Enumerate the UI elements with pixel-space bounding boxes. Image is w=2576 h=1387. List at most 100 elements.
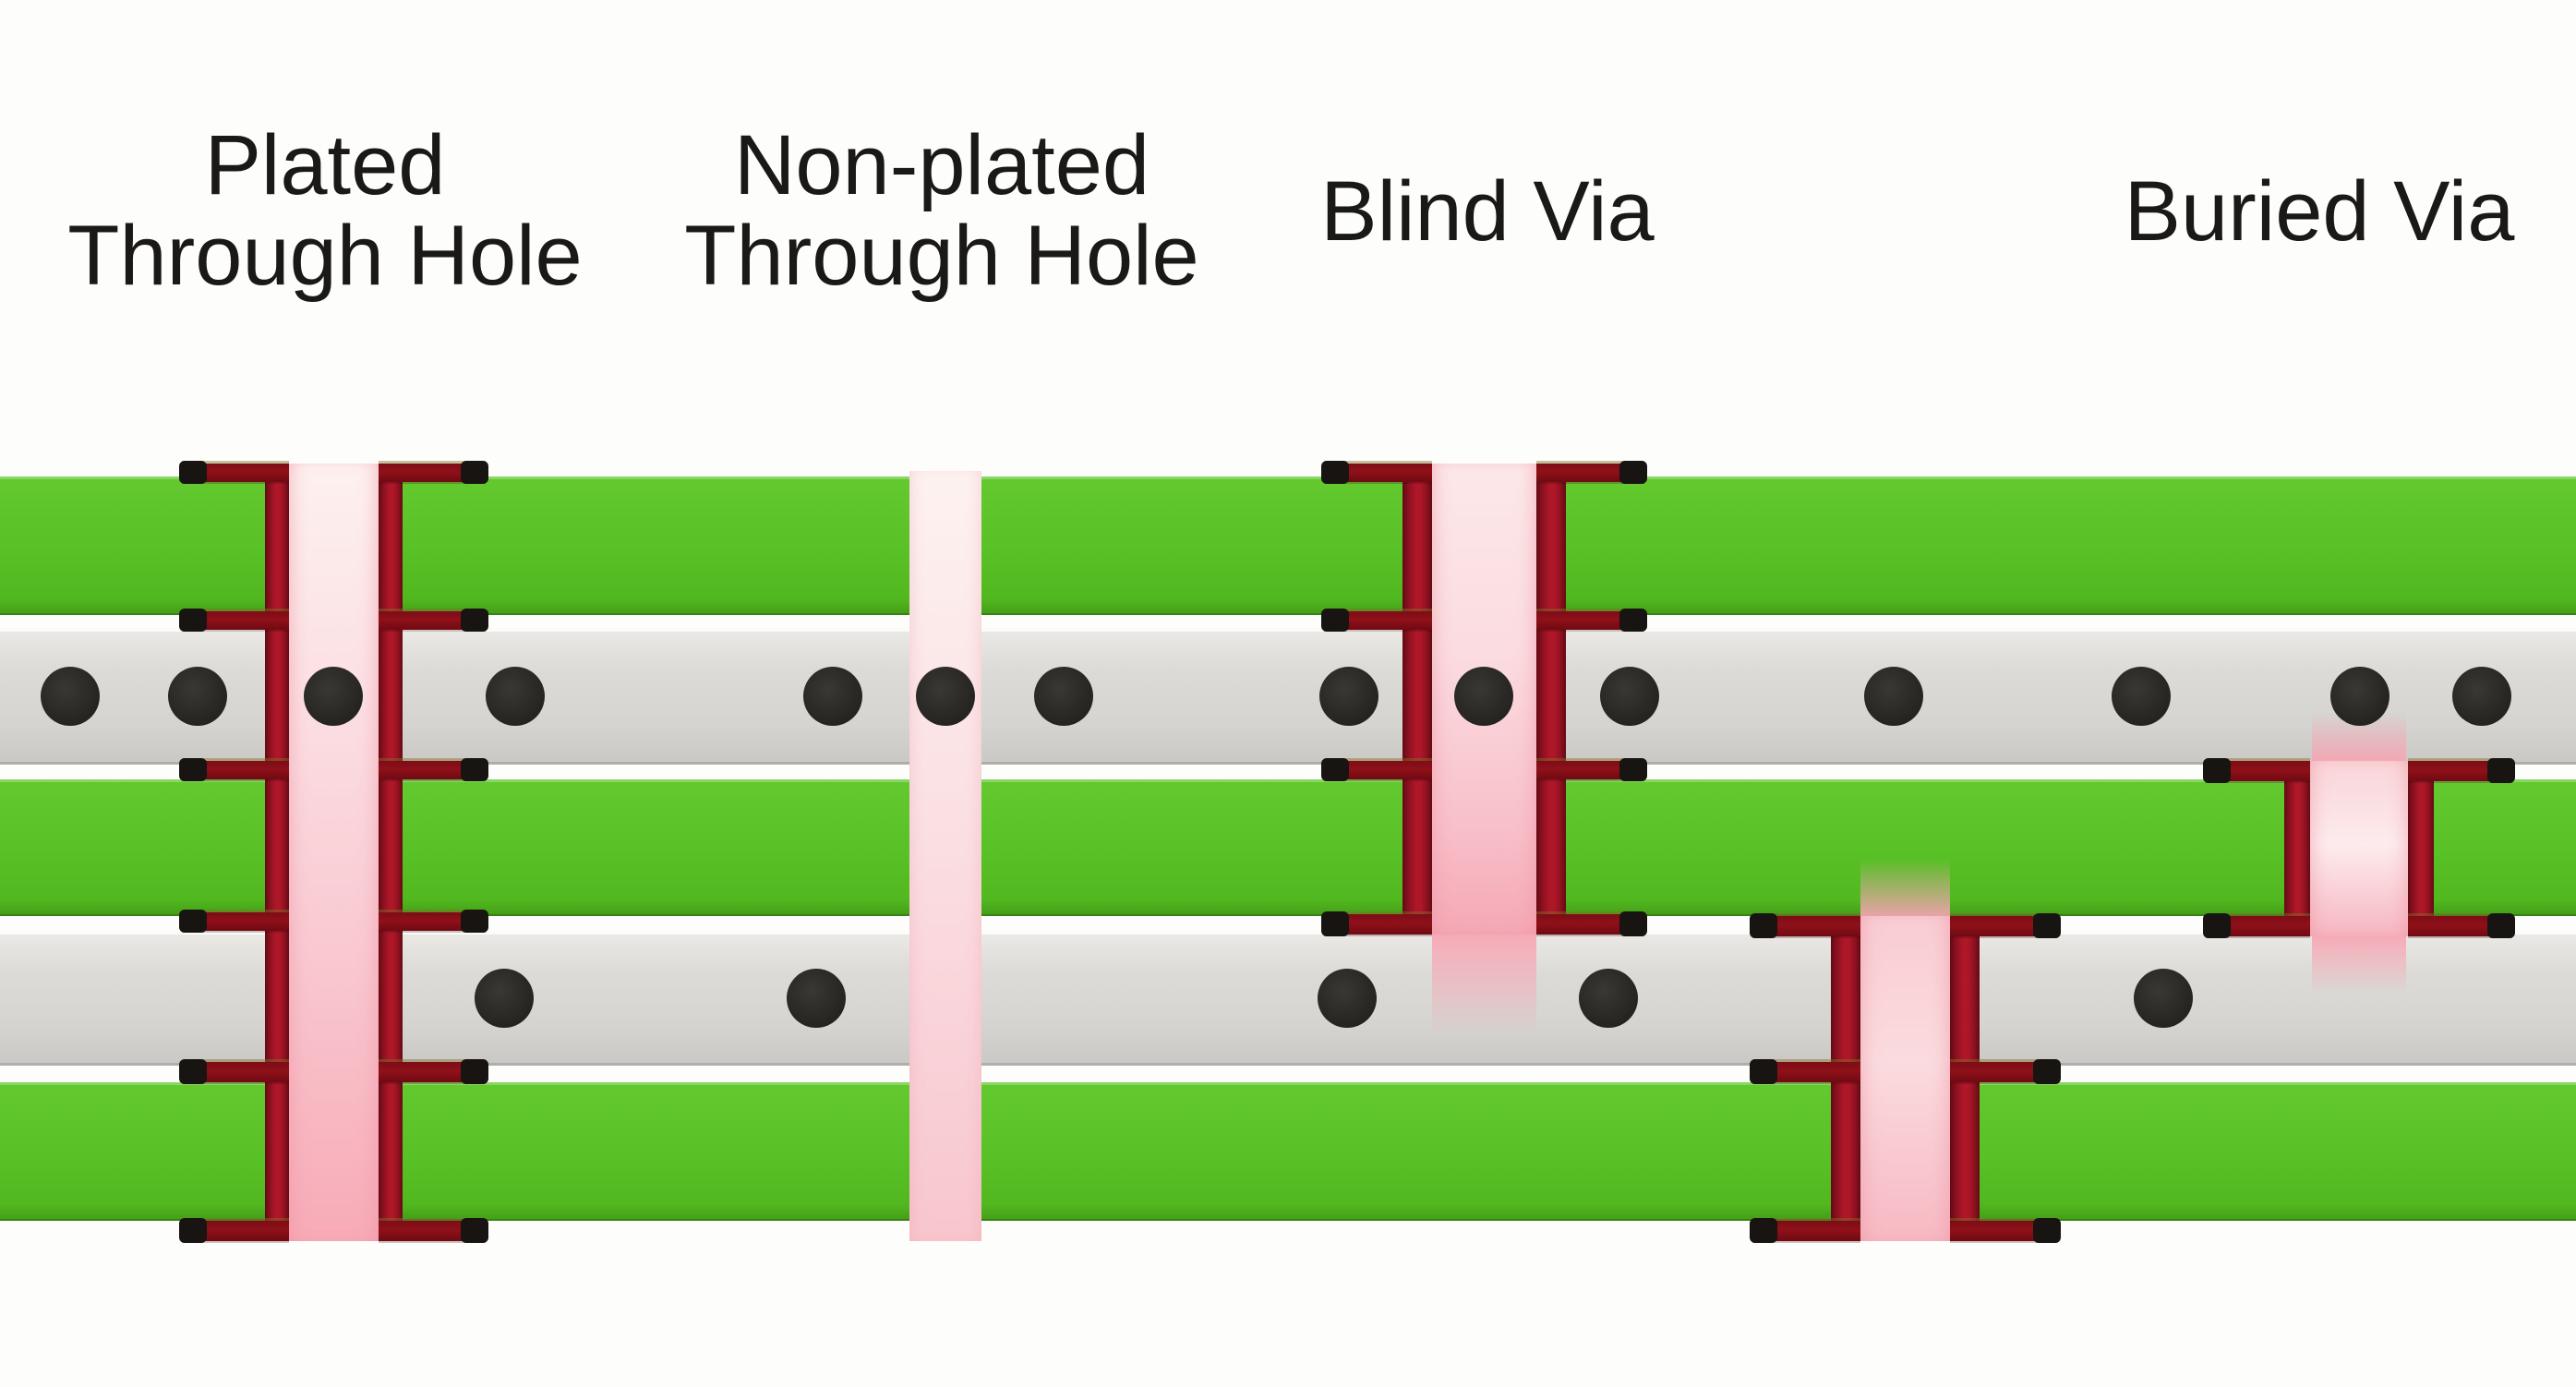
plating-pad — [1950, 913, 2061, 938]
trace-dot — [1318, 969, 1377, 1028]
pad-tip — [1619, 758, 1647, 781]
layer-core-substrate — [0, 779, 2576, 916]
plating-pad — [1536, 461, 1647, 484]
pad-tip — [1321, 609, 1349, 632]
pad-tip — [1750, 1059, 1777, 1084]
via-label-line: Through Hole — [67, 209, 583, 303]
plating-pad — [179, 910, 289, 933]
pad-tip — [179, 758, 207, 781]
plating-wall — [265, 464, 289, 1241]
pad-tip — [1321, 758, 1349, 781]
hole-channel — [1859, 916, 1952, 1241]
plating-pad — [1321, 911, 1432, 936]
plating-pad — [379, 910, 488, 933]
plating-pad — [1321, 609, 1432, 632]
via-label-line: Blind Via — [1320, 164, 1655, 259]
trace-dot — [787, 969, 846, 1028]
plating-pad — [1321, 461, 1432, 484]
pad-tip — [1619, 609, 1647, 632]
trace-dot — [168, 667, 227, 726]
pad-tip — [1750, 1218, 1777, 1243]
trace-dot — [304, 667, 363, 726]
pad-tip — [2487, 758, 2515, 783]
pad-tip — [461, 758, 488, 781]
plating-pad — [1950, 1059, 2061, 1084]
plating-wall — [2284, 761, 2310, 936]
layer-bottom-substrate — [0, 1082, 2576, 1221]
pad-tip — [179, 1218, 207, 1243]
plating-wall — [1402, 464, 1432, 935]
pad-tip — [2033, 1059, 2061, 1084]
trace-dot — [1454, 667, 1513, 726]
pad-tip — [1321, 461, 1349, 484]
pad-tip — [461, 910, 488, 933]
trace-dot — [41, 667, 100, 726]
pad-tip — [461, 1059, 488, 1084]
plating-pad — [379, 1059, 488, 1084]
trace-dot — [1319, 667, 1378, 726]
hole-channel — [2308, 761, 2410, 936]
trace-dot — [803, 667, 862, 726]
pad-tip — [179, 609, 207, 632]
plating-pad — [1536, 758, 1647, 781]
trace-dot — [475, 969, 534, 1028]
plating-pad — [179, 1218, 289, 1243]
plating-pad — [179, 461, 289, 484]
plating-pad — [1750, 1059, 1860, 1084]
hole-channel — [287, 464, 380, 1241]
layer-top-substrate — [0, 476, 2576, 615]
plating-pad — [379, 609, 488, 632]
pad-tip — [2203, 913, 2231, 938]
hole-glow — [1860, 859, 1950, 918]
trace-dot — [486, 667, 545, 726]
trace-dot — [1579, 969, 1638, 1028]
pad-tip — [1619, 461, 1647, 484]
plating-pad — [179, 758, 289, 781]
plating-pad — [2408, 913, 2515, 938]
trace-dot — [2112, 667, 2171, 726]
trace-dot — [916, 667, 975, 726]
plating-pad — [179, 609, 289, 632]
plating-pad — [379, 461, 488, 484]
plating-pad — [1750, 1218, 1860, 1243]
pad-tip — [2487, 913, 2515, 938]
plating-pad — [2203, 758, 2310, 783]
plating-wall — [1536, 464, 1566, 935]
plating-pad — [1536, 911, 1647, 936]
pad-tip — [461, 1218, 488, 1243]
trace-dot — [1600, 667, 1659, 726]
pad-tip — [2203, 758, 2231, 783]
trace-dot — [2330, 667, 2389, 726]
pad-tip — [2033, 913, 2061, 938]
pad-tip — [179, 910, 207, 933]
pad-tip — [461, 461, 488, 484]
plating-pad — [1750, 913, 1860, 938]
pad-tip — [1750, 913, 1777, 938]
via-label-line: Plated — [204, 118, 446, 212]
via-label-line: Non-plated — [733, 118, 1150, 212]
pad-tip — [1321, 911, 1349, 936]
trace-dot — [1034, 667, 1093, 726]
plating-wall — [379, 464, 403, 1241]
via-label-buried-via: Buried Via — [2125, 166, 2515, 257]
pad-tip — [1619, 911, 1647, 936]
pad-tip — [179, 1059, 207, 1084]
pad-tip — [461, 609, 488, 632]
via-label-line: Through Hole — [684, 209, 1199, 303]
via-label-blind-via: Blind Via — [1320, 166, 1654, 257]
plating-pad — [379, 758, 488, 781]
via-label-line: Buried Via — [2124, 164, 2515, 259]
plating-pad — [179, 1059, 289, 1084]
trace-dot — [2452, 667, 2511, 726]
hole-glow — [2312, 936, 2406, 994]
plating-pad — [2203, 913, 2310, 938]
plating-wall — [2408, 761, 2434, 936]
plating-pad — [1950, 1218, 2061, 1243]
hole-channel — [909, 471, 981, 1241]
trace-dot — [2134, 969, 2193, 1028]
plating-pad — [1321, 758, 1432, 781]
plating-pad — [1536, 609, 1647, 632]
